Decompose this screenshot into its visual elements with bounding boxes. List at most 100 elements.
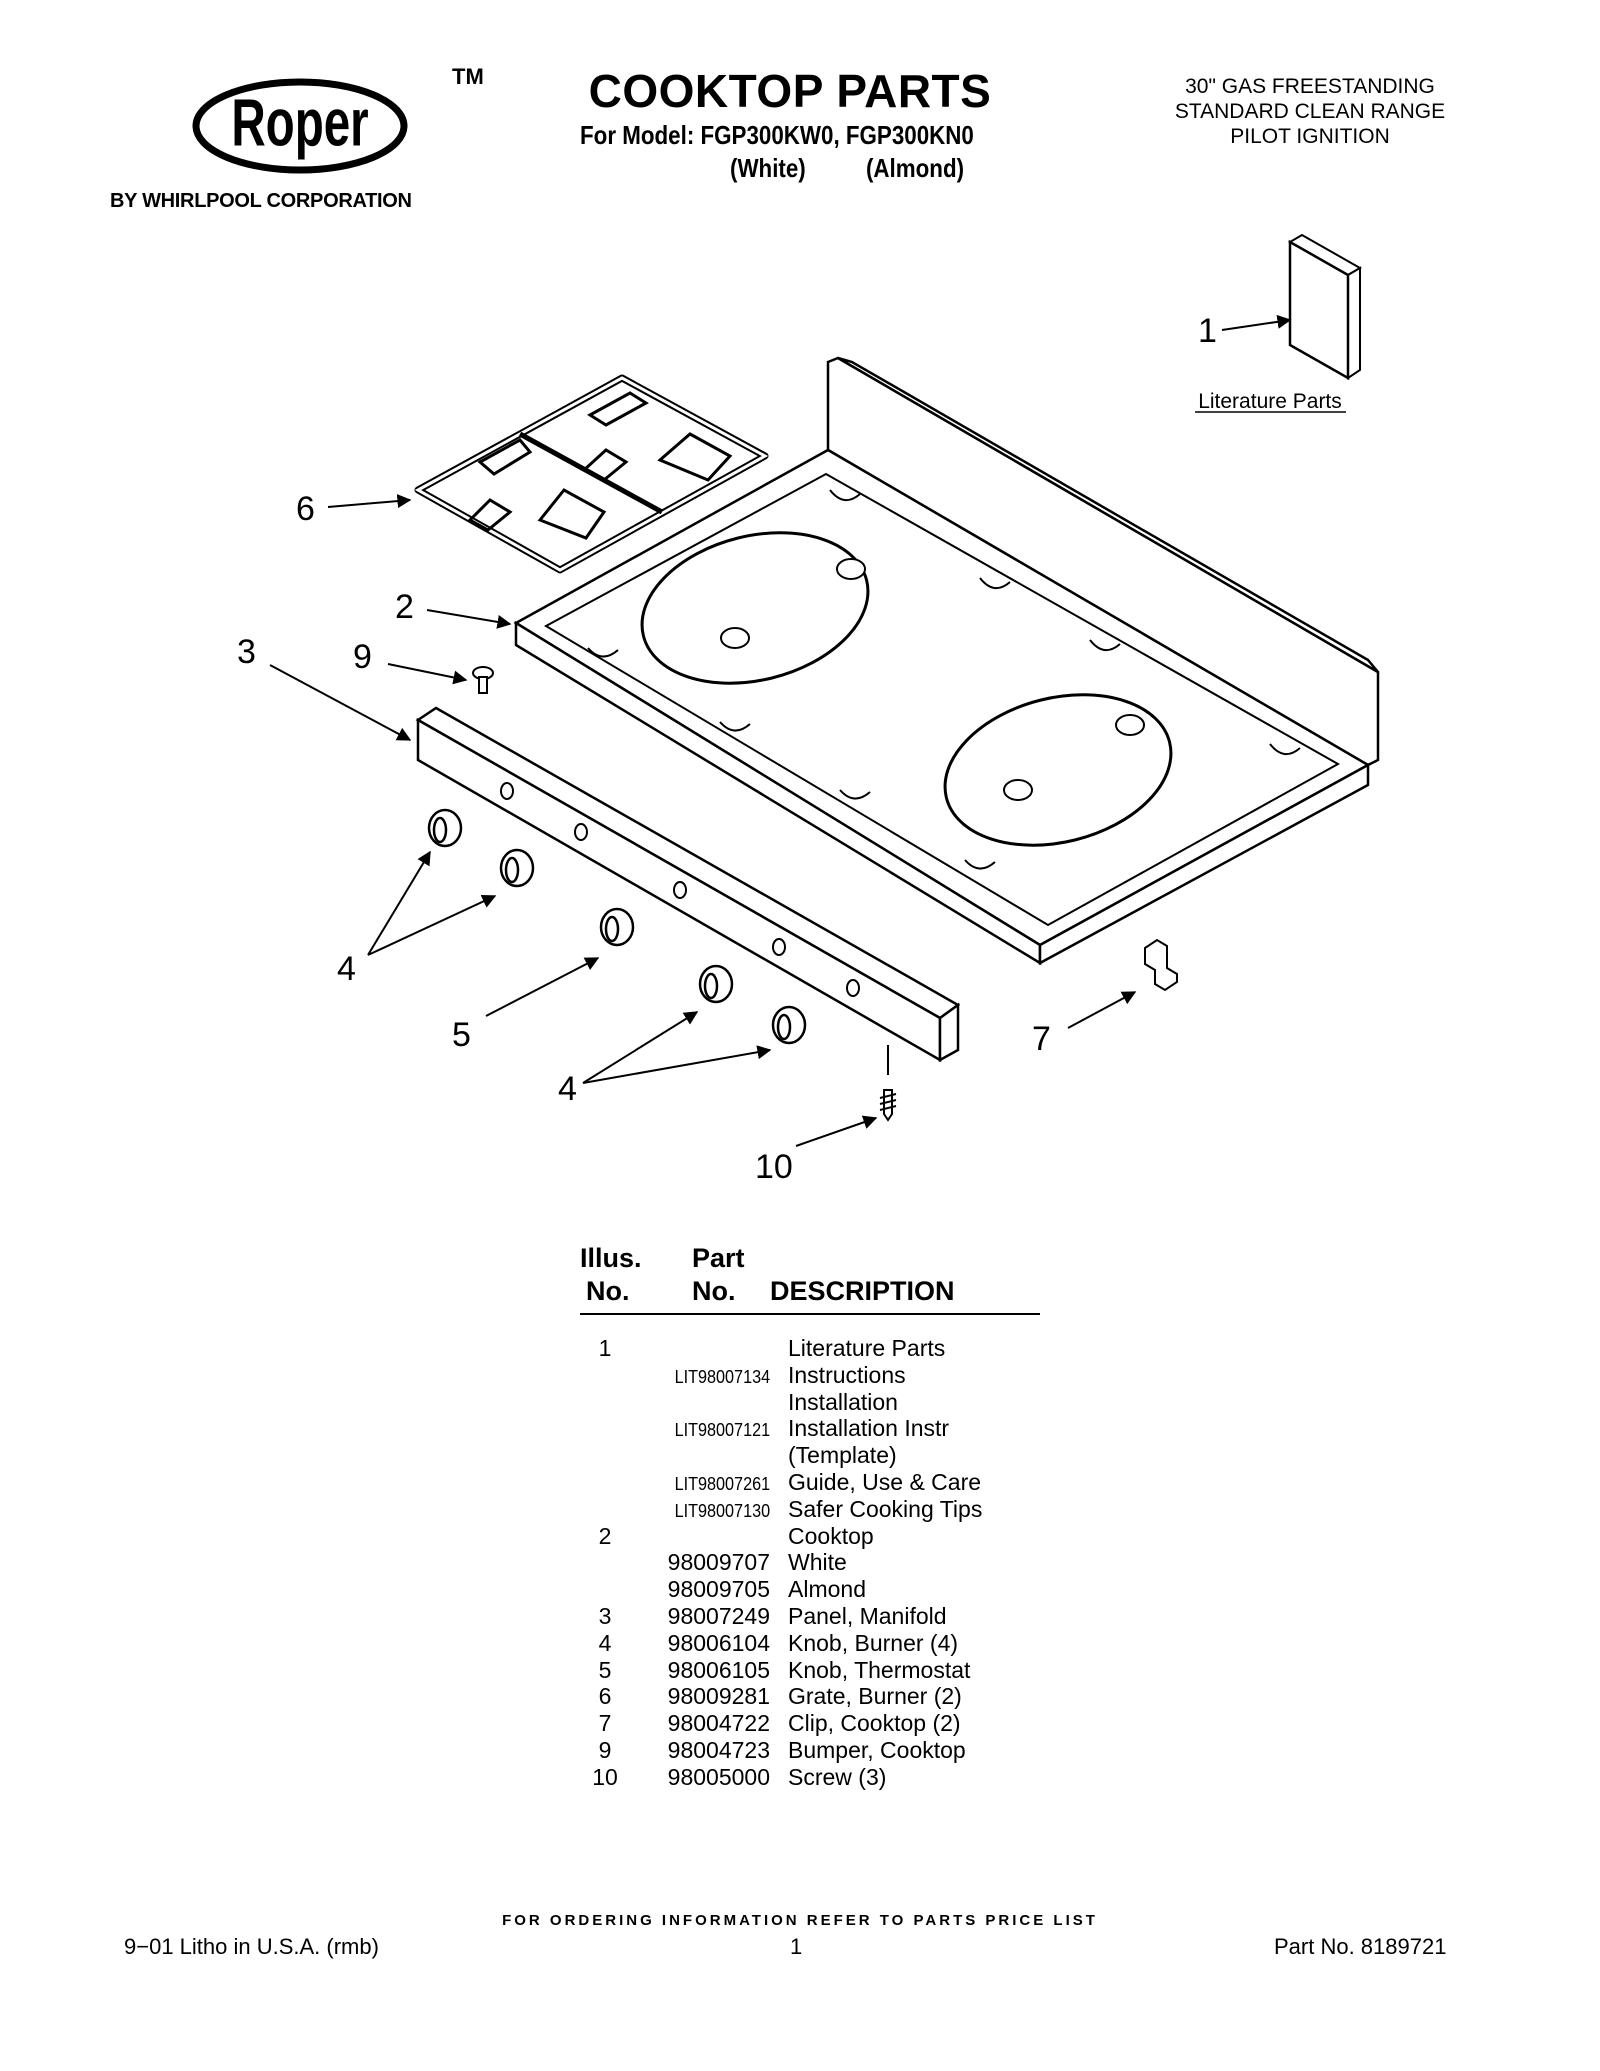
parts-table: Illus. No. Part No. DESCRIPTION 1 Literat… — [540, 1243, 1040, 1791]
table-row: 9 98004723 Bumper, Cooktop — [540, 1737, 1020, 1764]
illus-number: 6 — [598, 1683, 612, 1710]
part-description: Clip, Cooktop (2) — [788, 1710, 961, 1737]
callout-4-upper: 4 — [337, 950, 356, 988]
part-description: Almond — [788, 1576, 866, 1603]
table-header: Illus. No. Part No. DESCRIPTION — [580, 1243, 1040, 1315]
tray-notches — [587, 489, 1301, 870]
part-description: Grate, Burner (2) — [788, 1683, 962, 1710]
burner-grate — [414, 374, 769, 574]
table-row: 7 98004722 Clip, Cooktop (2) — [540, 1710, 1020, 1737]
part-description: Knob, Thermostat — [788, 1656, 971, 1683]
part-description: Bumper, Cooktop — [788, 1736, 966, 1763]
spec-line: 30" GAS FREESTANDING — [1185, 75, 1435, 98]
exploded-parts-diagram: Literature Parts — [237, 233, 1380, 1180]
part-description: (Template) — [788, 1442, 897, 1469]
burner-wells — [640, 531, 1173, 847]
part-description: White — [788, 1549, 847, 1576]
knob-burner — [427, 808, 463, 848]
part-description: Literature Parts — [788, 1335, 946, 1361]
table-row: 3 98007249 Panel, Manifold — [540, 1603, 1020, 1630]
table-row: LIT98007261 Guide, Use & Care — [540, 1469, 1020, 1496]
part-number: 98005000 — [667, 1763, 770, 1790]
part-number: 98006105 — [667, 1656, 770, 1683]
variant-almond: (Almond) — [865, 153, 965, 183]
table-row: 1 Literature Parts — [540, 1335, 1020, 1362]
part-description: Installation Instr — [788, 1415, 950, 1442]
part-description: Guide, Use & Care — [788, 1468, 982, 1495]
cooktop-clip — [1144, 938, 1178, 992]
callout-5: 5 — [452, 1016, 471, 1054]
logo-tagline: BY WHIRLPOOL CORPORATION — [110, 190, 412, 212]
page-title: COOKTOP PARTS — [588, 65, 992, 117]
control-knobs — [427, 808, 807, 1045]
variant-line: (White) (Almond) — [730, 153, 1014, 184]
header-illus: Illus. — [580, 1243, 642, 1273]
knob-burner — [499, 848, 535, 888]
callout-7: 7 — [1032, 1020, 1051, 1058]
brand-logo: Roper TM BY WHIRLPOOL CORPORATION — [110, 58, 484, 218]
callout-10: 10 — [755, 1148, 793, 1180]
table-row: 2 Cooktop — [540, 1523, 1020, 1550]
part-description: Cooktop — [788, 1522, 874, 1549]
part-number: LIT98007121 — [674, 1420, 770, 1441]
part-number: 98004722 — [667, 1710, 770, 1737]
part-number: 98009281 — [667, 1683, 770, 1710]
callout-4-lower: 4 — [558, 1070, 577, 1108]
part-number: 98009705 — [667, 1576, 770, 1603]
callout-6: 6 — [296, 490, 315, 528]
part-description: Installation — [788, 1388, 898, 1415]
illus-number: 3 — [598, 1602, 612, 1629]
part-description: Screw (3) — [788, 1763, 887, 1790]
table-row: 5 98006105 Knob, Thermostat — [540, 1657, 1020, 1684]
variant-white: (White) — [730, 153, 806, 183]
illus-number: 7 — [598, 1710, 612, 1737]
part-description: Safer Cooking Tips — [788, 1495, 983, 1522]
header-part-no: No. — [692, 1276, 736, 1306]
panel-screw — [879, 1045, 897, 1122]
panel-holes — [500, 782, 860, 997]
knob-thermostat — [599, 907, 635, 947]
literature-parts-booklet — [1287, 233, 1363, 381]
header-illus-no: No. — [586, 1276, 630, 1306]
page-number: 1 — [790, 1934, 803, 1959]
cooktop-bumper — [472, 666, 494, 694]
litho-note: 9−01 Litho in U.S.A. (rmb) — [124, 1934, 379, 1959]
part-description: Knob, Burner (4) — [788, 1629, 959, 1656]
part-number: 98004723 — [667, 1736, 770, 1763]
part-number: 98006104 — [667, 1629, 770, 1656]
callout-3: 3 — [237, 633, 256, 671]
spec-line: STANDARD CLEAN RANGE — [1174, 100, 1446, 123]
illus-number: 1 — [598, 1335, 612, 1361]
illus-number: 5 — [598, 1656, 612, 1683]
illus-number: 2 — [598, 1522, 612, 1549]
table-row: LIT98007121 Installation Instr — [540, 1415, 1020, 1442]
logo-wordmark: Roper — [231, 87, 368, 161]
table-row: 98009705 Almond — [540, 1576, 1020, 1603]
table-row: Installation — [540, 1389, 1020, 1416]
trademark-symbol: TM — [452, 64, 484, 89]
table-row: LIT98007130 Safer Cooking Tips — [540, 1496, 1020, 1523]
model-line: For Model: FGP300KW0, FGP300KN0 — [580, 120, 974, 150]
part-description: Panel, Manifold — [788, 1602, 947, 1629]
spec-line: PILOT IGNITION — [1230, 125, 1390, 148]
callout-9: 9 — [353, 638, 372, 676]
illus-number: 9 — [598, 1736, 612, 1763]
part-number: LIT98007261 — [674, 1473, 770, 1494]
part-number: LIT98007130 — [674, 1500, 770, 1521]
header-part: Part — [692, 1243, 745, 1273]
illus-number: 10 — [592, 1763, 618, 1790]
knob-burner — [698, 964, 734, 1004]
part-number: 98007249 — [667, 1602, 770, 1629]
literature-parts-label: Literature Parts — [1198, 390, 1342, 413]
callout-2: 2 — [395, 588, 414, 626]
table-row: 10 98005000 Screw (3) — [540, 1764, 1020, 1791]
ordering-note: FOR ORDERING INFORMATION REFER TO PARTS … — [502, 1912, 1098, 1929]
callout-leaders — [269, 314, 1292, 1147]
table-row: (Template) — [540, 1442, 1020, 1469]
title-block: COOKTOP PARTS For Model: FGP300KW0, FGP3… — [560, 64, 1060, 184]
document-part-number: Part No. 8189721 — [1274, 1934, 1447, 1959]
part-number: LIT98007134 — [674, 1366, 770, 1387]
